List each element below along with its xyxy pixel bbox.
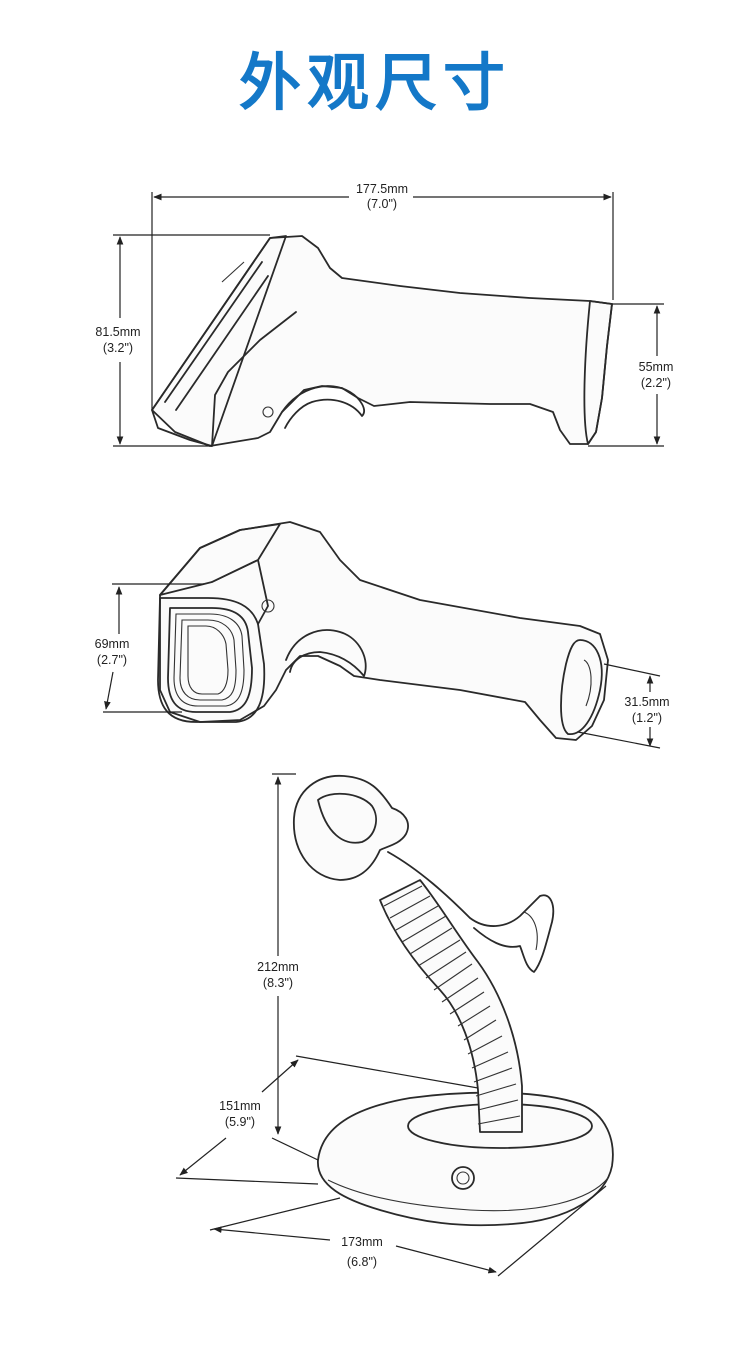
stand-height-inch: (8.3")	[263, 976, 293, 990]
scanner-trigger	[281, 385, 365, 429]
angled-end-mm: 31.5mm	[624, 695, 669, 709]
stand-cradle	[293, 775, 409, 881]
stand-width-inch: (6.8")	[347, 1255, 377, 1269]
stand-width-dimension: 173mm (6.8")	[209, 1185, 607, 1277]
side-length-dimension: 177.5mm (7.0")	[151, 182, 614, 410]
gooseneck-ribs	[383, 885, 521, 1125]
stand-width-mm: 173mm	[341, 1235, 383, 1249]
head-height-mm: 81.5mm	[95, 325, 140, 339]
stand-depth-inch: (5.9")	[225, 1115, 255, 1129]
side-length-mm: 177.5mm	[356, 182, 408, 196]
window-height-inch: (2.7")	[97, 653, 127, 667]
scanner-end-cap	[583, 300, 613, 445]
scanner-body-side	[151, 235, 613, 447]
side-head-height-dimension: 81.5mm (3.2")	[95, 234, 270, 447]
angled-end-height-dimension: 31.5mm (1.2")	[577, 663, 670, 749]
stand-base	[317, 1091, 614, 1227]
end-height-mm: 55mm	[639, 360, 674, 374]
scanner-trigger-angled	[285, 629, 367, 677]
scanner-window	[167, 607, 253, 713]
scanner-angled-view	[157, 521, 609, 741]
end-height-inch: (2.2")	[641, 376, 671, 390]
side-end-height-dimension: 55mm (2.2")	[588, 303, 674, 447]
stand-gooseneck	[379, 879, 523, 1133]
scanner-side-view	[151, 235, 613, 447]
window-height-mm: 69mm	[95, 637, 130, 651]
stand-height-dimension: 212mm (8.3")	[257, 773, 319, 1161]
scanner-end-angled	[560, 639, 603, 735]
side-length-inch: (7.0")	[367, 197, 397, 211]
angled-end-inch: (1.2")	[632, 711, 662, 725]
scanner-window-frame	[157, 597, 266, 723]
stand-view	[293, 775, 614, 1227]
stand-height-mm: 212mm	[257, 960, 299, 974]
page-title: 外观尺寸	[238, 46, 511, 119]
angled-window-height-dimension: 69mm (2.7")	[95, 583, 204, 713]
scanner-body-angled	[159, 521, 609, 741]
stand-depth-mm: 151mm	[219, 1099, 261, 1113]
head-height-inch: (3.2")	[103, 341, 133, 355]
stand-cradle-arm	[387, 851, 555, 973]
stand-base-hole	[451, 1166, 475, 1190]
stand-depth-dimension: 151mm (5.9")	[175, 1055, 479, 1185]
